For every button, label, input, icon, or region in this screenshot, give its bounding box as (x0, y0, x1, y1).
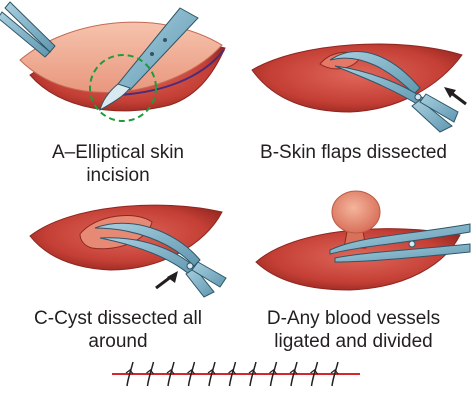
caption-c-line2: around (0, 330, 236, 353)
caption-c: C-Cyst dissected all around (0, 307, 236, 353)
caption-d-line2: ligated and divided (236, 330, 471, 353)
caption-a-line1: A–Elliptical skin (0, 141, 236, 164)
arrow-icon (156, 271, 178, 288)
panel-d-cyst (332, 191, 380, 233)
caption-d-line1: D-Any blood vessels (236, 307, 471, 330)
caption-b: B-Skin flaps dissected (236, 141, 471, 164)
suture-icon (112, 362, 360, 386)
caption-a: A–Elliptical skin incision (0, 141, 236, 187)
arrow-icon (444, 87, 466, 104)
panel-c-illustration (30, 205, 226, 297)
panel-d-illustration (256, 191, 470, 290)
caption-b-line1: B-Skin flaps dissected (236, 141, 471, 164)
forceps-icon (0, 2, 55, 57)
caption-a-line2: incision (0, 164, 236, 187)
panel-a-illustration (0, 2, 225, 121)
panel-b-illustration (252, 44, 466, 132)
caption-c-line1: C-Cyst dissected all (0, 307, 236, 330)
caption-d: D-Any blood vessels ligated and divided (236, 307, 471, 353)
